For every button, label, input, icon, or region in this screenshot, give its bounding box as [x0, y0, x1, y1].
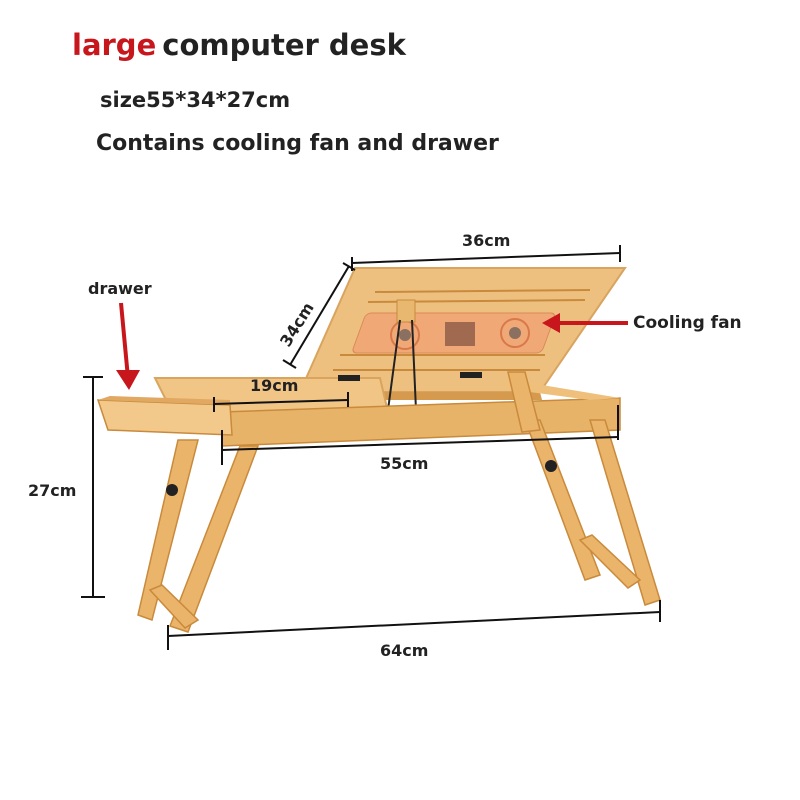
callout-arrows — [116, 302, 628, 390]
left-knob — [166, 484, 178, 496]
drawer-arrow-icon — [116, 370, 140, 390]
title-rest: computer desk — [162, 28, 406, 62]
right-knob — [545, 460, 557, 472]
cooling-fan-label: Cooling fan — [633, 313, 742, 333]
dimension-lines — [81, 245, 661, 650]
drawer — [96, 396, 233, 436]
title-accent: large — [72, 28, 157, 62]
dim-height: 27cm — [28, 481, 77, 500]
dim-top-width: 36cm — [462, 231, 511, 250]
dim-desk-width: 55cm — [380, 454, 429, 473]
cooling-fan-panel — [352, 312, 556, 354]
drawer-label: drawer — [88, 279, 152, 298]
dim-side-panel: 19cm — [250, 376, 299, 395]
dim-leg-span: 64cm — [380, 641, 429, 660]
size-spec: size55*34*27cm — [100, 88, 291, 112]
feature-spec: Contains cooling fan and drawer — [96, 131, 499, 156]
fan-arrow-icon — [542, 313, 560, 333]
